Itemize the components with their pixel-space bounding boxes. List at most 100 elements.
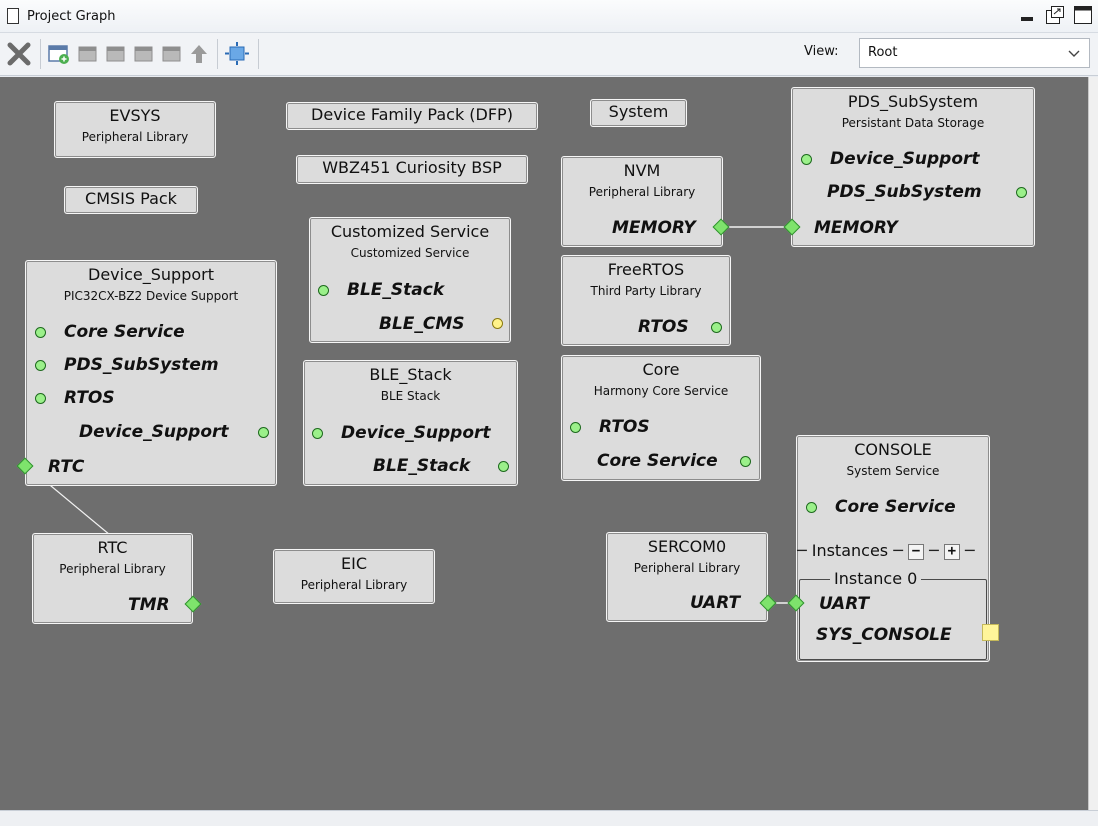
port-label: Core Service: [64, 322, 185, 342]
node-title: RTC: [97, 538, 128, 557]
node-core[interactable]: Core Harmony Core Service RTOS Core Serv…: [561, 355, 761, 481]
maximize-icon[interactable]: [1072, 4, 1094, 26]
dependency-port[interactable]: [35, 360, 46, 371]
node-title: CONSOLE: [854, 440, 932, 459]
instance-title: Instance 0: [830, 569, 922, 588]
node-device-support[interactable]: Device_Support PIC32CX-BZ2 Device Suppor…: [25, 260, 277, 486]
node-title: Device_Support: [88, 265, 214, 284]
node-subtitle: System Service: [846, 464, 940, 478]
page-icon: [7, 8, 19, 24]
capability-port[interactable]: [498, 461, 509, 472]
up-arrow-icon[interactable]: [189, 39, 209, 69]
port-label: Core Service: [835, 497, 956, 517]
dependency-port[interactable]: [570, 422, 581, 433]
dependency-port[interactable]: [801, 154, 812, 165]
capability-port[interactable]: [982, 624, 999, 641]
toolbar-separator: [217, 39, 218, 69]
node-title: Device Family Pack (DFP): [311, 105, 513, 124]
node-title: SERCOM0: [647, 537, 727, 556]
node-dfp[interactable]: Device Family Pack (DFP): [286, 102, 538, 130]
capability-port[interactable]: [711, 322, 722, 333]
port-label: BLE_Stack: [347, 280, 445, 300]
port-label: RTOS: [599, 417, 650, 437]
node-subtitle: PIC32CX-BZ2 Device Support: [63, 289, 239, 303]
instance-box[interactable]: Instance 0 UART SYS_CONSOLE: [799, 569, 987, 660]
node-customized-service[interactable]: Customized Service Customized Service BL…: [309, 217, 511, 343]
port-label: MEMORY: [612, 218, 696, 238]
port-label: SYS_CONSOLE: [816, 625, 952, 645]
toolbar: View: Root: [0, 33, 1098, 76]
window-controls: [1016, 4, 1094, 26]
component-icon[interactable]: [105, 39, 127, 69]
node-subtitle: Third Party Library: [590, 284, 702, 298]
node-title: FreeRTOS: [607, 260, 685, 279]
component-icon[interactable]: [77, 39, 99, 69]
node-subtitle: Peripheral Library: [588, 185, 696, 199]
vertical-scrollbar[interactable]: [1088, 77, 1098, 810]
dependency-port[interactable]: [35, 393, 46, 404]
dependency-port[interactable]: [35, 327, 46, 338]
port-label: UART: [690, 593, 741, 613]
capability-port[interactable]: [258, 427, 269, 438]
port-label: RTC: [48, 457, 85, 477]
add-instance-button[interactable]: +: [943, 543, 960, 560]
node-title: Core: [642, 360, 680, 379]
port-label: Device_Support: [830, 149, 980, 169]
add-component-icon[interactable]: [47, 39, 71, 69]
node-rtc[interactable]: RTC Peripheral Library TMR: [32, 533, 193, 624]
node-subtitle: Peripheral Library: [633, 561, 741, 575]
node-title: CMSIS Pack: [85, 189, 177, 208]
capability-port[interactable]: [740, 456, 751, 467]
toolbar-separator: [40, 39, 41, 69]
window-title: Project Graph: [27, 8, 116, 24]
node-title: BLE_Stack: [369, 365, 452, 384]
horizontal-scrollbar[interactable]: [0, 810, 1098, 826]
remove-icon[interactable]: [6, 39, 32, 69]
node-cmsis[interactable]: CMSIS Pack: [64, 186, 198, 214]
fit-view-icon[interactable]: [224, 39, 250, 69]
instances-label: Instances: [811, 541, 889, 560]
node-title: System: [608, 102, 669, 121]
node-title: WBZ451 Curiosity BSP: [322, 158, 502, 177]
node-title: Customized Service: [330, 222, 490, 241]
node-nvm[interactable]: NVM Peripheral Library MEMORY: [561, 156, 723, 247]
node-sercom0[interactable]: SERCOM0 Peripheral Library UART: [606, 532, 768, 622]
capability-port[interactable]: [492, 318, 503, 329]
node-ble-stack[interactable]: BLE_Stack BLE Stack Device_Support BLE_S…: [303, 360, 518, 486]
component-icon[interactable]: [133, 39, 155, 69]
node-bsp[interactable]: WBZ451 Curiosity BSP: [296, 155, 528, 184]
dependency-port[interactable]: [806, 502, 817, 513]
port-label: PDS_SubSystem: [64, 355, 219, 375]
minimize-icon[interactable]: [1016, 4, 1038, 26]
node-eic[interactable]: EIC Peripheral Library: [273, 549, 435, 604]
port-label: TMR: [128, 595, 170, 615]
port-label: BLE_CMS: [379, 314, 465, 334]
float-window-icon[interactable]: [1044, 4, 1066, 26]
node-subtitle: Peripheral Library: [81, 130, 189, 144]
port-label: MEMORY: [814, 218, 898, 238]
dependency-port[interactable]: [318, 285, 329, 296]
chevron-down-icon: [1067, 47, 1081, 63]
port-label: Device_Support: [79, 422, 229, 442]
port-label: RTOS: [64, 388, 115, 408]
dependency-port[interactable]: [312, 428, 323, 439]
capability-port[interactable]: [1016, 187, 1027, 198]
node-console[interactable]: CONSOLE System Service Core Service ─ In…: [796, 435, 990, 662]
node-subtitle: Harmony Core Service: [593, 384, 729, 398]
title-bar: Project Graph: [0, 0, 1098, 33]
node-subtitle: Persistant Data Storage: [841, 116, 985, 130]
node-title: EVSYS: [109, 106, 161, 125]
node-subtitle: Peripheral Library: [300, 578, 408, 592]
port-label: UART: [819, 594, 870, 614]
node-freertos[interactable]: FreeRTOS Third Party Library RTOS: [561, 255, 731, 346]
view-select[interactable]: Root: [859, 38, 1090, 68]
node-system[interactable]: System: [590, 99, 687, 127]
node-evsys[interactable]: EVSYS Peripheral Library: [54, 101, 216, 158]
view-label: View:: [804, 44, 839, 59]
remove-instance-button[interactable]: −: [907, 543, 924, 560]
component-icon[interactable]: [161, 39, 183, 69]
node-pds-subsystem[interactable]: PDS_SubSystem Persistant Data Storage De…: [791, 87, 1035, 247]
node-subtitle: Peripheral Library: [59, 562, 166, 576]
node-title: PDS_SubSystem: [847, 92, 979, 111]
